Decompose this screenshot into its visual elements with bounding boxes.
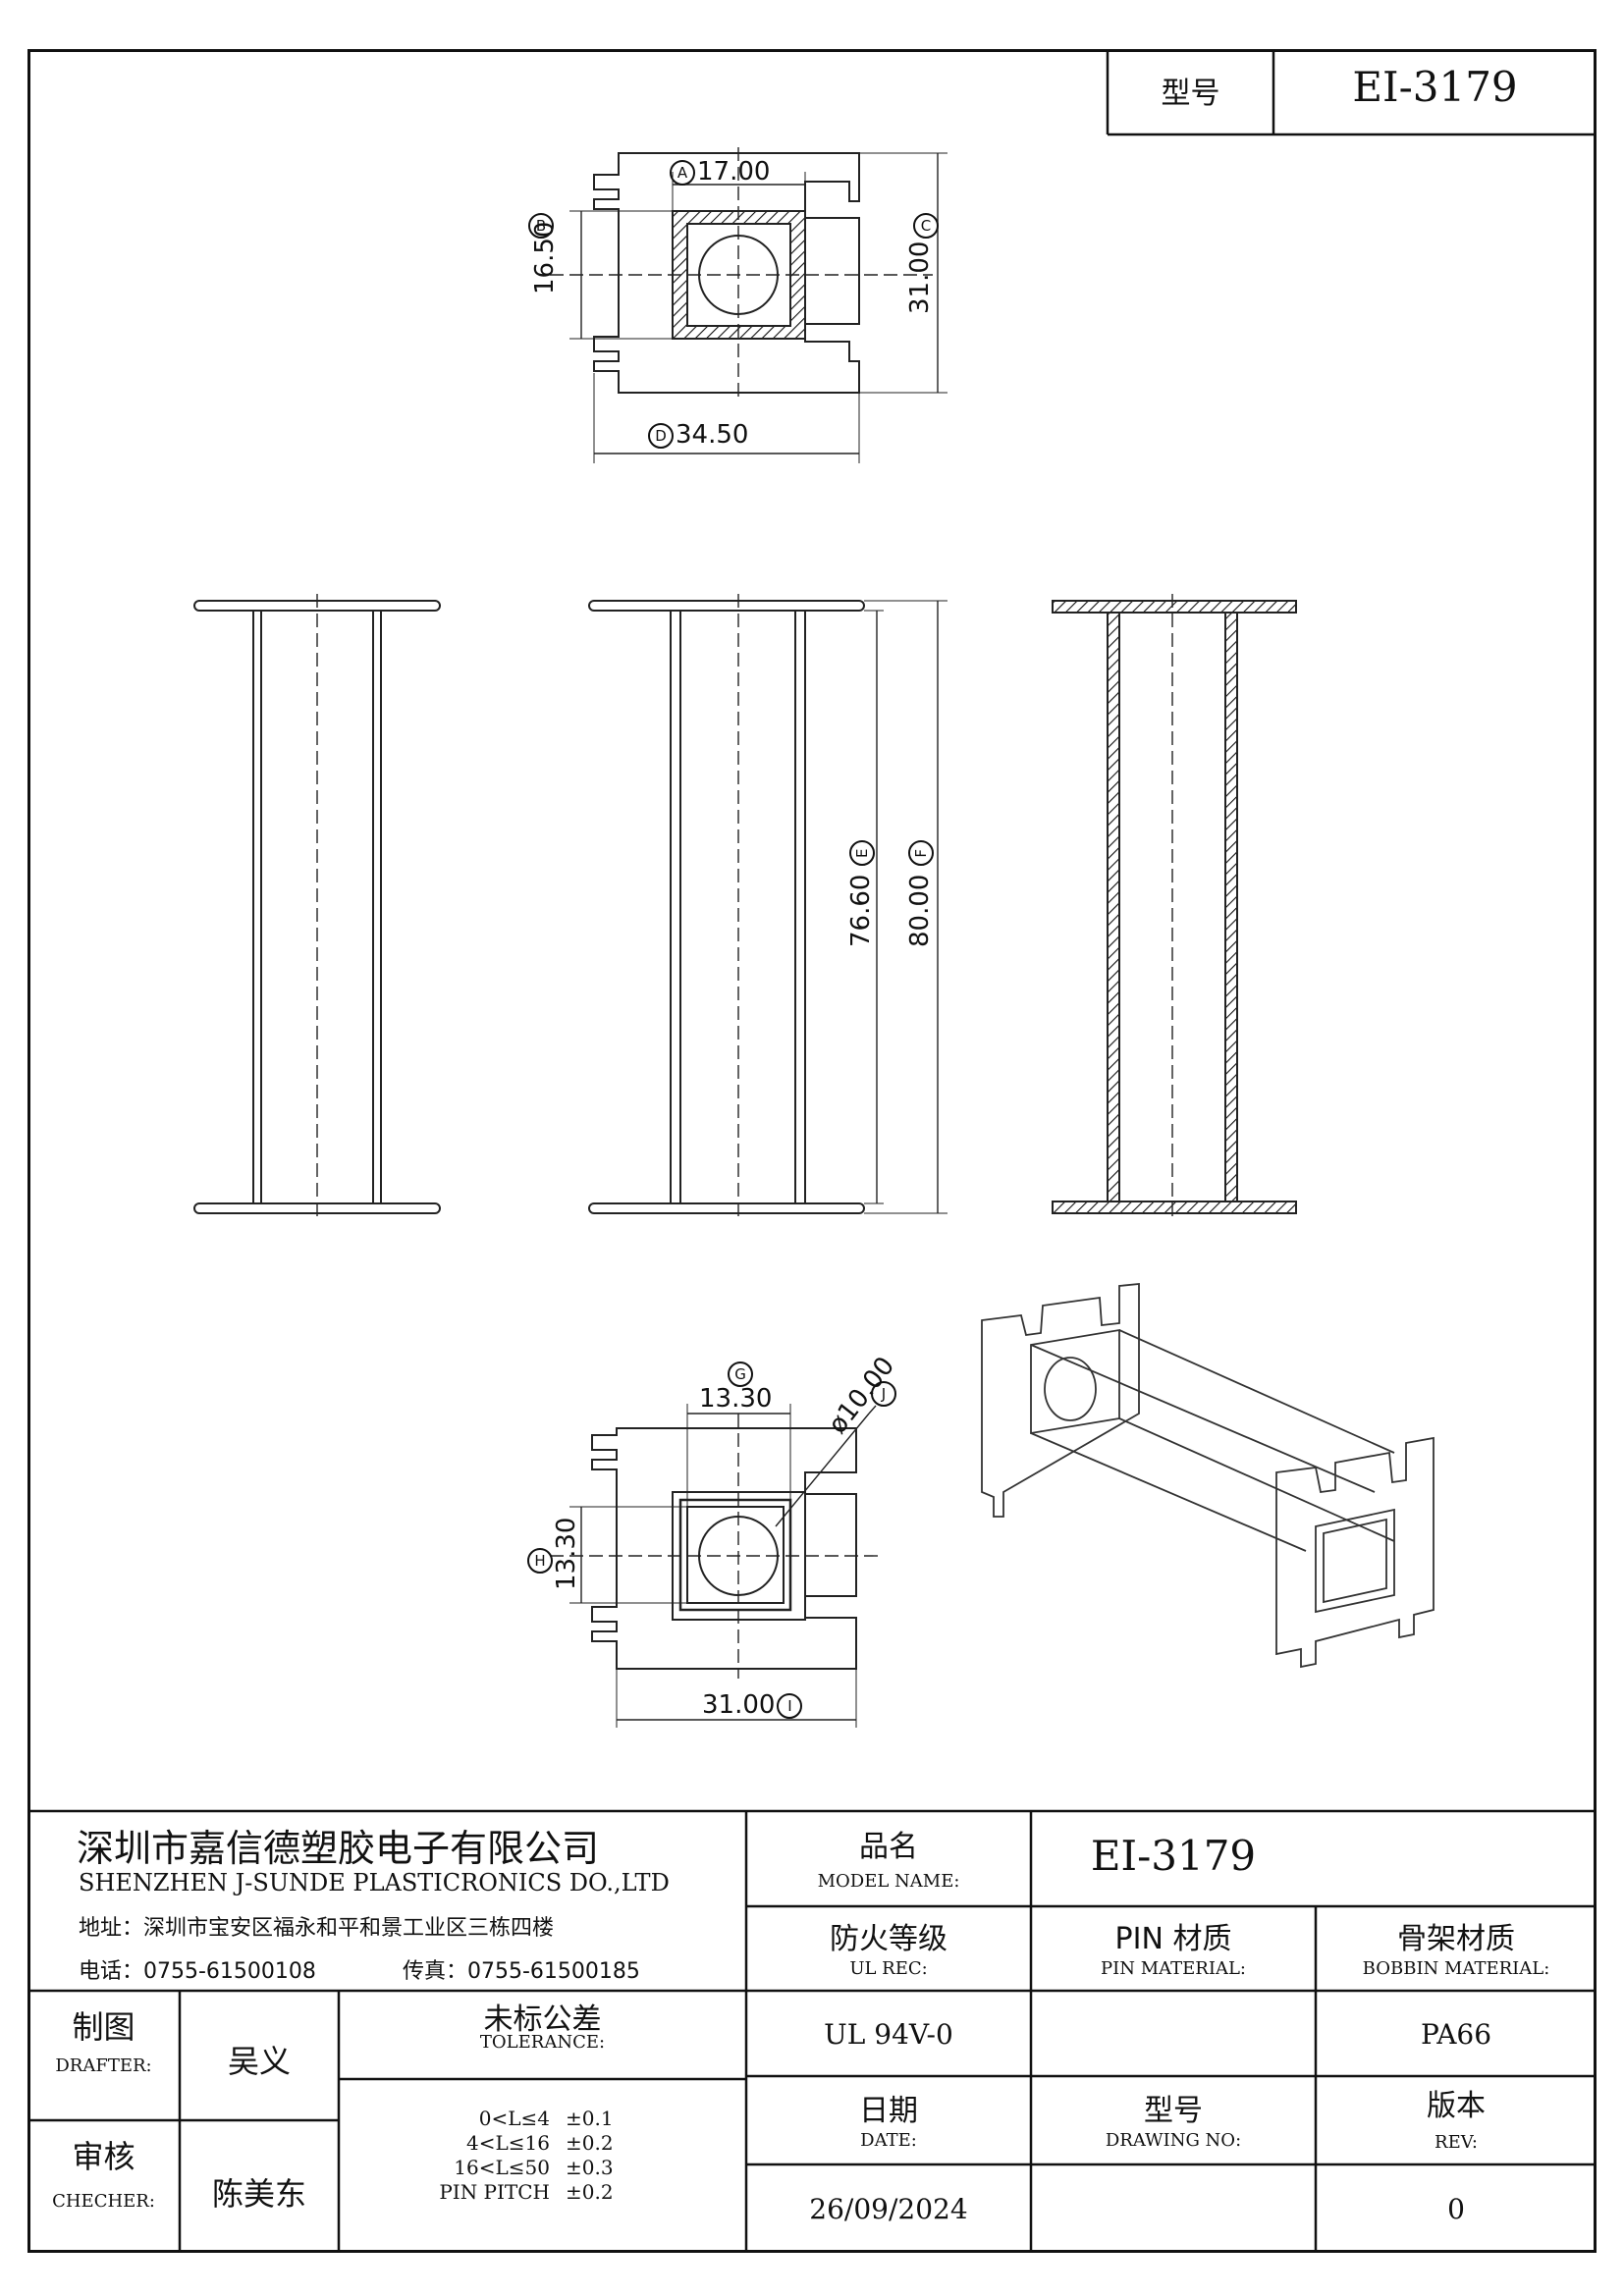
dim-e: 76.60 E <box>846 840 876 947</box>
dim-g-value: 13.30 <box>699 1384 773 1414</box>
marker-i: I <box>777 1692 803 1719</box>
drawing-frame <box>27 49 1597 2253</box>
company-fax: 传真：0755-61500185 <box>403 1959 640 1984</box>
marker-j: J <box>871 1381 896 1407</box>
tolerance-ranges: 0<L≤4 4<L≤16 16<L≤50 PIN PITCH <box>393 2107 550 2205</box>
company-address: 地址：深圳市宝安区福永和平和景工业区三栋四楼 <box>79 1916 555 1941</box>
header-model-label: 型号 <box>1161 77 1220 111</box>
rev-value: 0 <box>1447 2193 1465 2225</box>
checker-name: 陈美东 <box>211 2175 306 2213</box>
company-phone: 电话：0755-61500108 <box>79 1959 316 1984</box>
date-value: 26/09/2024 <box>809 2193 968 2225</box>
model-name-cn: 品名 <box>859 1830 918 1864</box>
marker-j-wrap: J <box>871 1376 896 1407</box>
ul-value: UL 94V-0 <box>824 2018 953 2051</box>
drafter-name: 吴义 <box>227 2043 291 2080</box>
rev-cn: 版本 <box>1427 2089 1486 2123</box>
dim-c-value: 31.00 <box>905 240 935 314</box>
drafter-cn: 制图 <box>72 2008 135 2046</box>
marker-c: C <box>913 213 939 239</box>
dim-a-value: 17.00 <box>697 157 771 187</box>
checker-cn: 审核 <box>72 2138 135 2175</box>
front-view-left <box>193 594 441 1219</box>
company-name-cn: 深圳市嘉信德塑胶电子有限公司 <box>77 1827 600 1870</box>
model-name-en: MODEL NAME: <box>817 1871 960 1892</box>
marker-b-wrap: B <box>528 208 554 239</box>
dim-d-value: 34.50 <box>676 420 749 450</box>
marker-e: E <box>848 840 875 867</box>
ul-cn: 防火等级 <box>830 1922 947 1956</box>
drawing-no-en: DRAWING NO: <box>1105 2130 1242 2151</box>
company-name-en: SHENZHEN J-SUNDE PLASTICRONICS DO.,LTD <box>79 1869 670 1896</box>
drafter-en: DRAFTER: <box>55 2056 152 2076</box>
marker-d: D <box>648 422 674 449</box>
tolerance-range-4: PIN PITCH <box>439 2180 550 2204</box>
marker-h-wrap: H <box>527 1543 553 1574</box>
bobbin-material-cn: 骨架材质 <box>1397 1922 1515 1956</box>
tolerance-value-4: ±0.2 <box>566 2180 614 2204</box>
dim-h-value: 13.30 <box>552 1517 581 1590</box>
ul-en: UL REC: <box>849 1958 928 1979</box>
marker-g: G <box>728 1362 753 1387</box>
pin-material-en: PIN MATERIAL: <box>1101 1958 1246 1979</box>
marker-c-wrap: C <box>913 208 939 239</box>
tolerance-value-1: ±0.1 <box>566 2107 614 2130</box>
tolerance-range-3: 16<L≤50 <box>454 2156 550 2179</box>
dim-f-value: 80.00 <box>905 874 935 947</box>
dim-b-value: 16.50 <box>530 221 560 294</box>
marker-g-wrap: G <box>728 1357 753 1387</box>
marker-h: H <box>527 1548 553 1574</box>
tolerance-range-2: 4<L≤16 <box>466 2131 550 2155</box>
dim-i-value: 31.00 <box>702 1690 776 1720</box>
checker-en: CHECHER: <box>52 2191 155 2212</box>
front-view-middle <box>588 594 947 1219</box>
model-name-value: EI-3179 <box>1090 1832 1257 1880</box>
section-view <box>1052 594 1297 1219</box>
pin-material-cn: PIN 材质 <box>1114 1922 1232 1956</box>
isometric-view <box>981 1283 1435 1669</box>
tolerance-cn: 未标公差 <box>483 2002 602 2037</box>
dim-f: 80.00 F <box>905 840 935 947</box>
tolerance-value-3: ±0.3 <box>566 2156 614 2179</box>
marker-f: F <box>907 840 934 867</box>
bottom-view <box>550 1404 884 1728</box>
title-block-grid <box>27 1809 1597 2253</box>
tolerance-value-2: ±0.2 <box>566 2131 614 2155</box>
tolerance-en: TOLERANCE: <box>479 2032 606 2053</box>
rev-en: REV: <box>1435 2132 1478 2153</box>
date-cn: 日期 <box>859 2094 918 2128</box>
header-model-value: EI-3179 <box>1352 63 1518 111</box>
dim-e-value: 76.60 <box>846 874 876 947</box>
tolerance-values: ±0.1 ±0.2 ±0.3 ±0.2 <box>566 2107 614 2205</box>
bobbin-material-value: PA66 <box>1420 2018 1492 2051</box>
date-en: DATE: <box>860 2130 917 2151</box>
tolerance-range-1: 0<L≤4 <box>478 2107 550 2130</box>
bobbin-material-en: BOBBIN MATERIAL: <box>1362 1958 1550 1979</box>
header-box <box>1106 49 1597 136</box>
marker-b: B <box>528 213 554 239</box>
top-view <box>550 147 947 463</box>
marker-a: A <box>670 159 695 186</box>
drawing-no-cn: 型号 <box>1144 2094 1203 2128</box>
